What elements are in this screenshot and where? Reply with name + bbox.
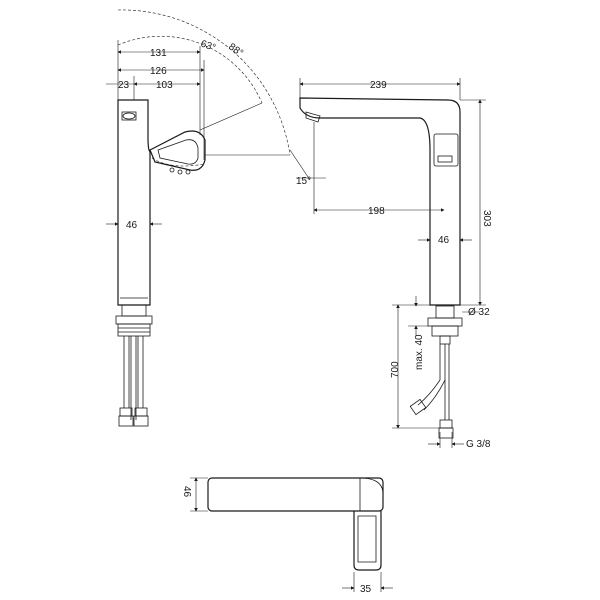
- dim-angle-88: 88°: [226, 41, 245, 59]
- dim-46-top: 46: [181, 486, 192, 498]
- dim-35: 35: [360, 584, 372, 595]
- side-view: [115, 9, 291, 427]
- dim-700: 700: [390, 361, 401, 378]
- front-view-dimensions: [289, 78, 486, 448]
- dim-23: 23: [118, 80, 130, 91]
- dim-131: 131: [150, 48, 167, 59]
- dim-103: 103: [156, 80, 173, 91]
- dim-46-front: 46: [438, 235, 450, 246]
- dim-126: 126: [150, 66, 167, 77]
- dim-max-40: max. 40: [414, 334, 425, 370]
- dim-46-side: 46: [126, 220, 138, 231]
- front-view: [299, 97, 463, 439]
- dim-198: 198: [368, 206, 385, 217]
- dim-diameter-32: Ø 32: [468, 307, 490, 318]
- top-view: [207, 477, 384, 571]
- dim-g-3-8: G 3/8: [466, 439, 491, 450]
- dim-239: 239: [370, 80, 387, 91]
- dim-303: 303: [481, 210, 492, 227]
- dim-15-deg: 15°: [296, 176, 311, 187]
- dim-angle-63: 63°: [199, 38, 217, 54]
- side-view-dimensions: [106, 40, 205, 226]
- top-view-dimensions: [190, 477, 393, 592]
